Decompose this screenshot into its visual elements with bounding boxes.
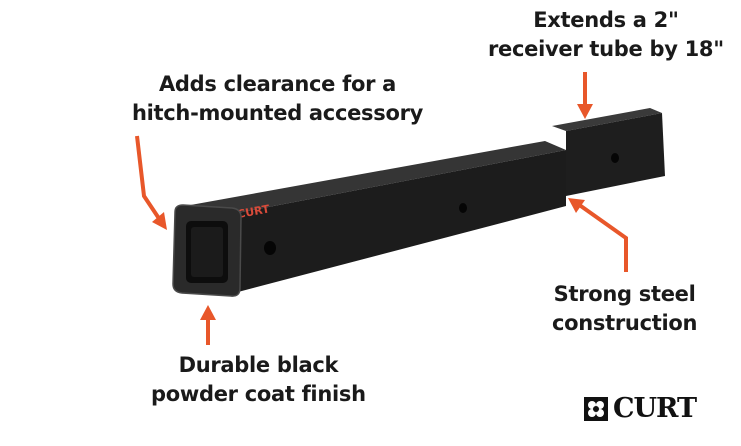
callout-line: powder coat finish xyxy=(151,382,366,406)
receiver-collar xyxy=(172,204,242,297)
callout-line: receiver tube by 18" xyxy=(488,37,724,61)
curt-emblem-icon xyxy=(584,396,608,421)
callout-line: Adds clearance for a xyxy=(158,72,397,96)
arrow-steel xyxy=(576,202,628,272)
curt-logo: CURT xyxy=(583,393,697,424)
logo-text: CURT xyxy=(613,393,697,424)
callout-line: Durable black xyxy=(178,353,339,377)
callout-extends: Extends a 2" receiver tube by 18" xyxy=(488,6,724,64)
arrowhead-icon xyxy=(152,212,167,230)
rear-tube xyxy=(552,108,665,196)
callout-line: Extends a 2" xyxy=(533,8,679,32)
callout-steel: Strong steel construction xyxy=(552,280,697,338)
main-tube: CURT xyxy=(185,141,566,292)
tube-brand-print: CURT xyxy=(236,202,271,221)
callout-line: construction xyxy=(552,311,698,335)
callout-line: hitch-mounted accessory xyxy=(132,101,424,125)
callout-line: Strong steel xyxy=(553,282,696,306)
arrowhead-icon xyxy=(568,198,585,213)
arrow-clearance xyxy=(135,135,162,222)
callout-clearance: Adds clearance for a hitch-mounted acces… xyxy=(132,70,423,128)
arrowhead-icon xyxy=(200,305,216,320)
arrowhead-icon xyxy=(577,104,593,119)
callout-finish: Durable black powder coat finish xyxy=(151,351,366,409)
